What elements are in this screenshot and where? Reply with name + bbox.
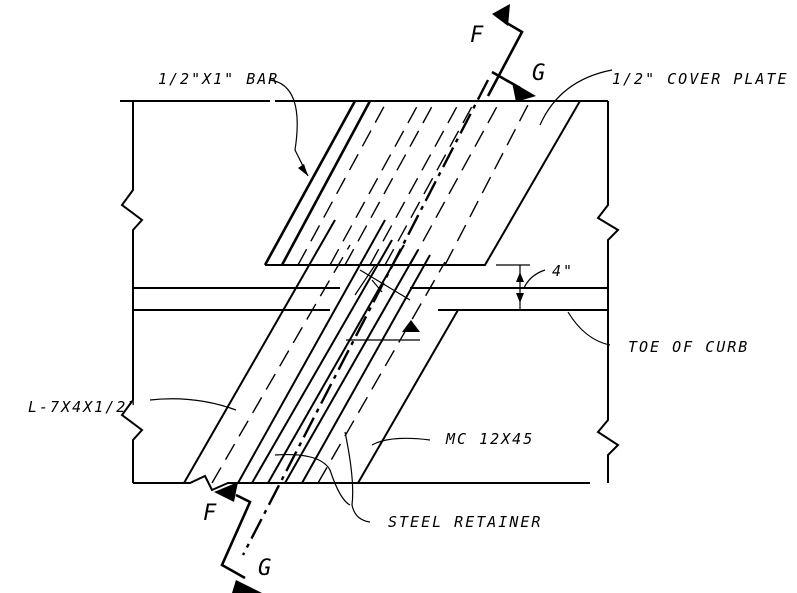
arrow-g-top <box>512 82 536 102</box>
arrow-g-bottom <box>232 580 262 593</box>
retainer-label: STEEL RETAINER <box>388 513 542 531</box>
section-cut-top <box>486 4 536 102</box>
leaders <box>149 69 613 523</box>
section-centerline <box>241 79 490 556</box>
arrow-f-top <box>492 4 510 26</box>
section-g-bottom-label: G <box>258 556 271 581</box>
toe-of-curb-label: TOE OF CURB <box>628 338 749 356</box>
section-cut-bottom <box>214 482 262 593</box>
deck-boundary <box>120 100 620 492</box>
curb-gap-label: 4" <box>552 262 574 280</box>
bar-label: 1/2"X1" BAR <box>158 70 279 88</box>
cover-plate-label: 1/2" COVER PLATE <box>612 70 789 88</box>
cover-plate <box>263 100 581 266</box>
channel-label: MC 12X45 <box>445 430 534 448</box>
lower-members <box>183 219 459 484</box>
section-f-top-label: F <box>470 23 484 48</box>
section-f-bottom-label: F <box>203 501 217 526</box>
curb-lines <box>133 287 608 311</box>
arrow-f-bottom <box>214 482 238 502</box>
angle-label: L-7X4X1/2" <box>28 398 138 416</box>
dimension-4in <box>496 264 546 310</box>
section-g-top-label: G <box>532 61 545 86</box>
section-triangle <box>402 320 420 332</box>
